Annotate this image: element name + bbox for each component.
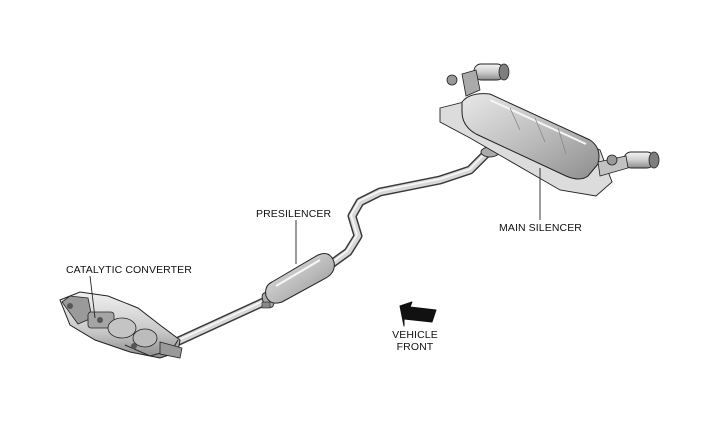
leader-lines — [89, 168, 541, 319]
exhaust-pipe — [165, 147, 493, 350]
main-silencer-part — [439, 63, 660, 197]
label-catalytic-converter: CATALYTIC CONVERTER — [66, 264, 192, 276]
catalytic-converter-part — [59, 291, 183, 359]
label-vehicle-front: VEHICLE FRONT — [386, 329, 444, 353]
label-vehicle-front-line2: FRONT — [396, 341, 434, 353]
presilencer-part — [265, 253, 335, 304]
label-vehicle-front-line1: VEHICLE — [392, 329, 438, 341]
leader-catalytic-converter — [89, 275, 96, 319]
label-presilencer: PRESILENCER — [256, 208, 332, 220]
front-direction-arrow-icon — [399, 301, 437, 327]
label-main-silencer: MAIN SILENCER — [499, 222, 582, 234]
